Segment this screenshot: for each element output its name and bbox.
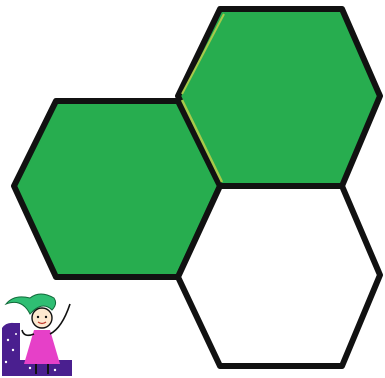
eye-right <box>45 316 47 318</box>
face <box>32 308 52 328</box>
cartoon-girl-icon <box>0 290 78 378</box>
hexagon-bottom-right <box>178 186 380 366</box>
arm-left <box>22 330 34 335</box>
eye-left <box>37 316 39 318</box>
